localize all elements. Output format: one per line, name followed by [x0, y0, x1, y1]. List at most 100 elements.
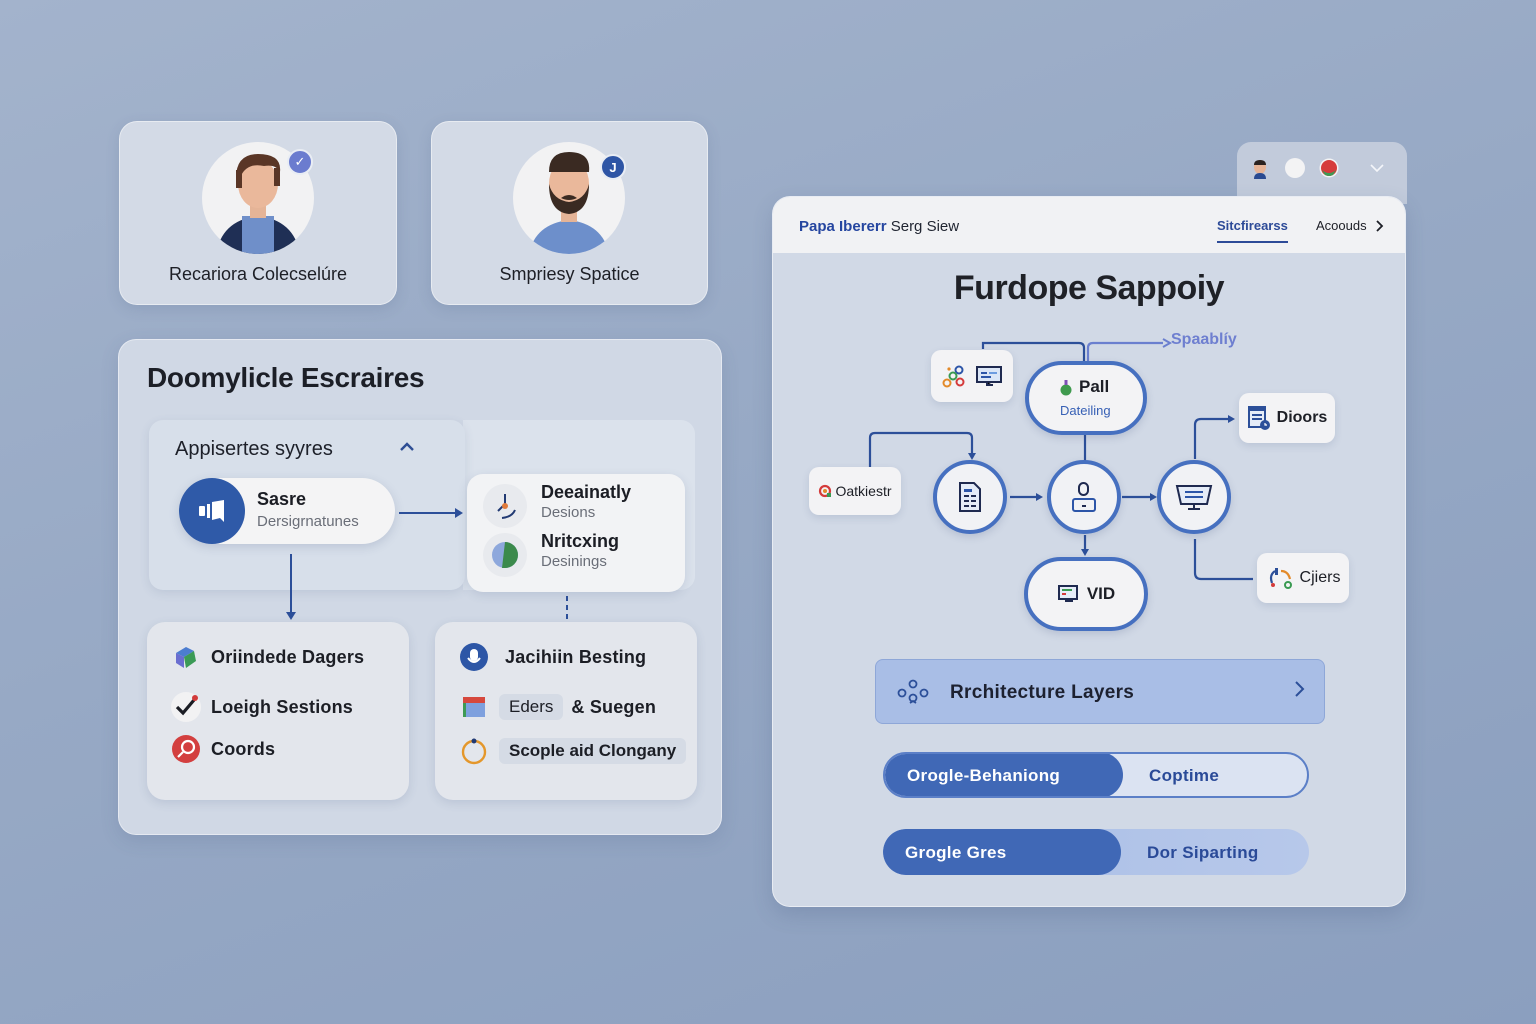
service-title: Sasre: [257, 489, 307, 509]
check-icon: ✓: [294, 154, 306, 169]
document-icon: [959, 482, 981, 512]
section-title: Appisertes syyres: [175, 438, 333, 460]
chevron-right-icon[interactable]: [1376, 219, 1384, 237]
dashed-connector: [566, 596, 568, 622]
person-icon: [216, 154, 300, 254]
document-node[interactable]: [933, 460, 1007, 534]
segmented-toggle-1: Orogle-Behaniong Coptime: [883, 752, 1309, 798]
megaphone-icon: [179, 478, 245, 544]
network-icon: [942, 365, 965, 388]
display-node[interactable]: [1157, 460, 1231, 534]
panel-title: Doomylicle Escraires: [147, 362, 425, 393]
tab-acoouds[interactable]: Acoouds: [1316, 218, 1367, 233]
flag-icon[interactable]: [1319, 158, 1339, 183]
user-device-icon: [1072, 482, 1096, 512]
dioors-box[interactable]: Dioors: [1239, 393, 1335, 443]
brand-bold: Papa Ibererr: [799, 218, 887, 235]
segment-option[interactable]: Dor Siparting: [1147, 843, 1259, 862]
list-card-left: Oriindede Dagers Loeigh Sestions Coords: [147, 622, 409, 800]
brand-rest: Serg Siew: [890, 218, 960, 235]
architecture-layers-label: Rrchitecture Layers: [950, 682, 1135, 703]
list-item[interactable]: Scople aid Clongany: [459, 734, 687, 768]
list-item-suffix: & Suegen: [571, 696, 657, 717]
cube-icon: [171, 642, 201, 672]
architecture-layers-button[interactable]: Rrchitecture Layers: [875, 659, 1325, 724]
app-window: Papa Ibererr Serg Siew Sitcfirearss Acoo…: [772, 196, 1406, 907]
profile-card-2[interactable]: J Smpriesy Spatice: [431, 121, 708, 305]
oatkiestr-box[interactable]: Oatkiestr: [809, 467, 901, 515]
list-item-label: Oriindede Dagers: [211, 646, 365, 667]
tab-sitcfirearss[interactable]: Sitcfirearss: [1217, 218, 1288, 243]
chevron-down-icon[interactable]: [1369, 160, 1385, 178]
terminal-icon: [1057, 585, 1078, 602]
list-card-right: Jacihiin Besting Eders & Suegen Scople a…: [435, 622, 697, 800]
clock-icon: [483, 484, 527, 528]
left-panel: Doomylicle Escraires Appisertes syyres S…: [118, 339, 722, 835]
arrow-down-icon: [286, 612, 296, 620]
user-node[interactable]: [1047, 460, 1121, 534]
list-item[interactable]: Eders & Suegen: [459, 690, 656, 724]
node-subtitle: Dateiling: [1060, 403, 1111, 418]
icon-box[interactable]: [931, 350, 1013, 402]
gear-icon: [819, 484, 832, 498]
monitor-icon: [976, 366, 1002, 386]
search-icon: [171, 734, 201, 764]
segmented-toggle-2: Grogle Gres Dor Siparting: [883, 829, 1309, 875]
segment-option[interactable]: Coptime: [1149, 766, 1220, 785]
window-controls: [1237, 142, 1407, 204]
brand-title[interactable]: Papa Ibererr Serg Siew: [799, 218, 959, 235]
profile-name: Recariora Colecselúre: [168, 264, 348, 284]
status-subtitle: Desinings: [541, 553, 607, 570]
pie-chart-icon: [483, 533, 527, 577]
screen-icon: [1175, 485, 1213, 510]
potion-icon: [1060, 380, 1072, 396]
connector-line: [290, 554, 292, 616]
node-title: Pall: [1079, 377, 1110, 396]
chevron-right-icon: [1294, 678, 1306, 704]
cjiers-box[interactable]: Cjiers: [1257, 553, 1349, 603]
pall-node[interactable]: Pall Dateiling: [1025, 361, 1147, 435]
verified-badge: ✓: [287, 149, 313, 175]
checkmark-icon: [171, 692, 201, 722]
calendar-doc-icon: [1247, 406, 1270, 430]
vid-node[interactable]: VID: [1024, 557, 1148, 631]
user-badge: J: [600, 154, 626, 180]
list-item[interactable]: Coords: [171, 732, 275, 766]
list-item-label: Coords: [211, 738, 276, 759]
cjiers-label: Cjiers: [1299, 569, 1341, 586]
ring-icon: [459, 736, 489, 766]
spaablity-label: Spaablíy: [1171, 331, 1237, 348]
segment-option[interactable]: Grogle Gres: [883, 829, 1121, 875]
dioors-label: Dioors: [1276, 409, 1328, 426]
segment-option[interactable]: Orogle-Behaniong: [885, 754, 1123, 796]
oatkiestr-label: Oatkiestr: [835, 483, 892, 499]
status-item[interactable]: Nritcxing Desinings: [483, 531, 683, 577]
list-item[interactable]: Jacihiin Besting: [459, 640, 646, 674]
chevron-up-icon[interactable]: [399, 436, 415, 457]
status-item[interactable]: Deeainatly Desions: [483, 482, 683, 528]
status-title: Nritcxing: [541, 531, 620, 551]
sync-icon: [1269, 568, 1292, 589]
status-card: Deeainatly Desions Nritcxing Desinings: [467, 474, 685, 592]
person-icon: [529, 152, 609, 254]
layers-icon: [896, 678, 930, 713]
tag-chip[interactable]: Eders: [499, 694, 564, 720]
connector-line: [399, 512, 455, 514]
initial-icon: J: [609, 159, 617, 175]
status-dot-icon[interactable]: [1285, 158, 1305, 178]
service-pill[interactable]: Sasre Dersigrnatunes: [179, 478, 395, 544]
profile-card-1[interactable]: ✓ Recariora Colecselúre: [119, 121, 397, 305]
avatar: [513, 142, 625, 254]
list-item[interactable]: Loeigh Sestions: [171, 690, 353, 724]
mail-icon: [459, 692, 489, 722]
user-avatar-icon[interactable]: [1251, 159, 1269, 184]
diagram-connectors: [868, 338, 1253, 581]
status-subtitle: Desions: [541, 504, 596, 521]
list-item-label: Jacihiin Besting: [505, 646, 647, 667]
list-item[interactable]: Oriindede Dagers: [171, 640, 364, 674]
service-subtitle: Dersigrnatunes: [257, 513, 359, 530]
microphone-icon: [459, 642, 489, 672]
vid-label: VID: [1086, 584, 1116, 603]
tag-chip[interactable]: Scople aid Clongany: [499, 738, 687, 764]
list-item-label: Loeigh Sestions: [211, 696, 354, 717]
